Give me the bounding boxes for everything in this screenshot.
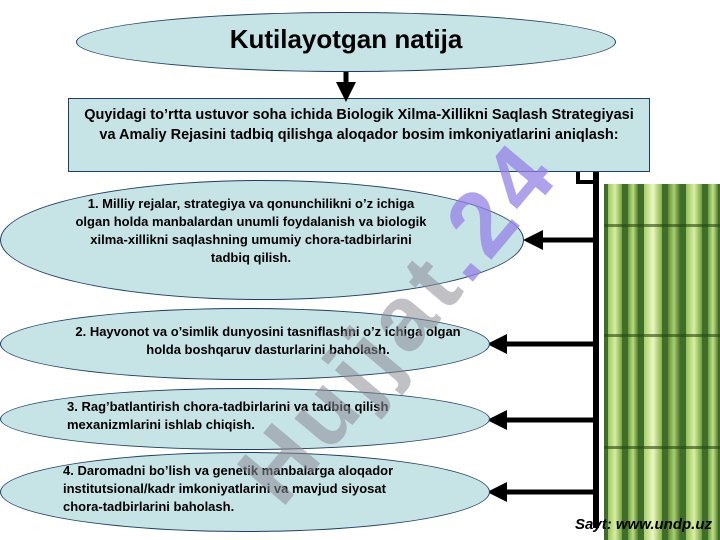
item-4-text: 4. Daromadni bo’lish va genetik manbalar… (63, 463, 394, 514)
bamboo-photo (604, 184, 720, 540)
item-4-ellipse: 4. Daromadni bo’lish va genetik manbalar… (0, 452, 490, 532)
intro-box: Quyidagi to’rtta ustuvor soha ichida Bio… (68, 98, 650, 172)
item-1-text: 1. Milliy rejalar, strategiya va qonunch… (75, 196, 427, 265)
site-caption: Sayt: www.undp.uz (575, 516, 712, 533)
item-2-text: 2. Hayvonot va o’simlik dunyosini tasnif… (75, 324, 461, 357)
item-1-ellipse: 1. Milliy rejalar, strategiya va qonunch… (0, 180, 524, 300)
item-3-text: 3. Rag’batlantirish chora-tadbirlarini v… (67, 399, 389, 432)
intro-text: Quyidagi to’rtta ustuvor soha ichida Bio… (84, 107, 634, 143)
title-ellipse: Kutilayotgan natija (76, 12, 616, 72)
item-2-ellipse: 2. Hayvonot va o’simlik dunyosini tasnif… (0, 308, 490, 380)
page-title: Kutilayotgan natija (229, 24, 463, 54)
item-3-ellipse: 3. Rag’batlantirish chora-tadbirlarini v… (0, 388, 490, 450)
